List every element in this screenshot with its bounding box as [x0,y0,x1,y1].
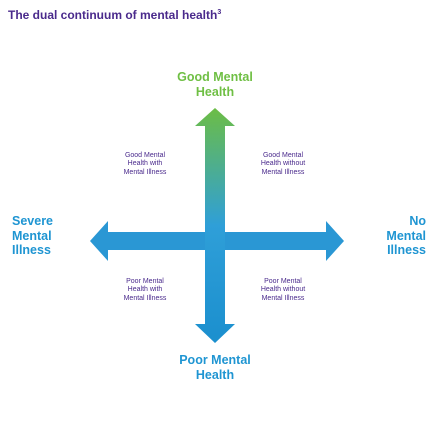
quadrant-label-bottom-right: Poor Mental Health without Mental Illnes… [260,278,306,302]
axis-label-severe-mental-illness: Severe Mental Illness [12,214,54,257]
quadrant-label-top-right: Good Mental Health without Mental Illnes… [260,152,306,176]
axis-label-poor-mental-health: Poor Mental Health [179,353,251,382]
axis-label-good-mental-health: Good Mental Health [177,70,253,99]
quadrant-label-top-left: Good Mental Health with Mental Illness [123,152,167,176]
vertical-arrow [195,108,235,343]
axis-label-no-mental-illness: No Mental Illness [386,214,426,257]
footnote-marker: 3 [217,9,222,16]
diagram-title: The dual continuum of mental health3 [8,8,222,22]
quadrant-label-bottom-left: Poor Mental Health with Mental Illness [123,278,167,302]
